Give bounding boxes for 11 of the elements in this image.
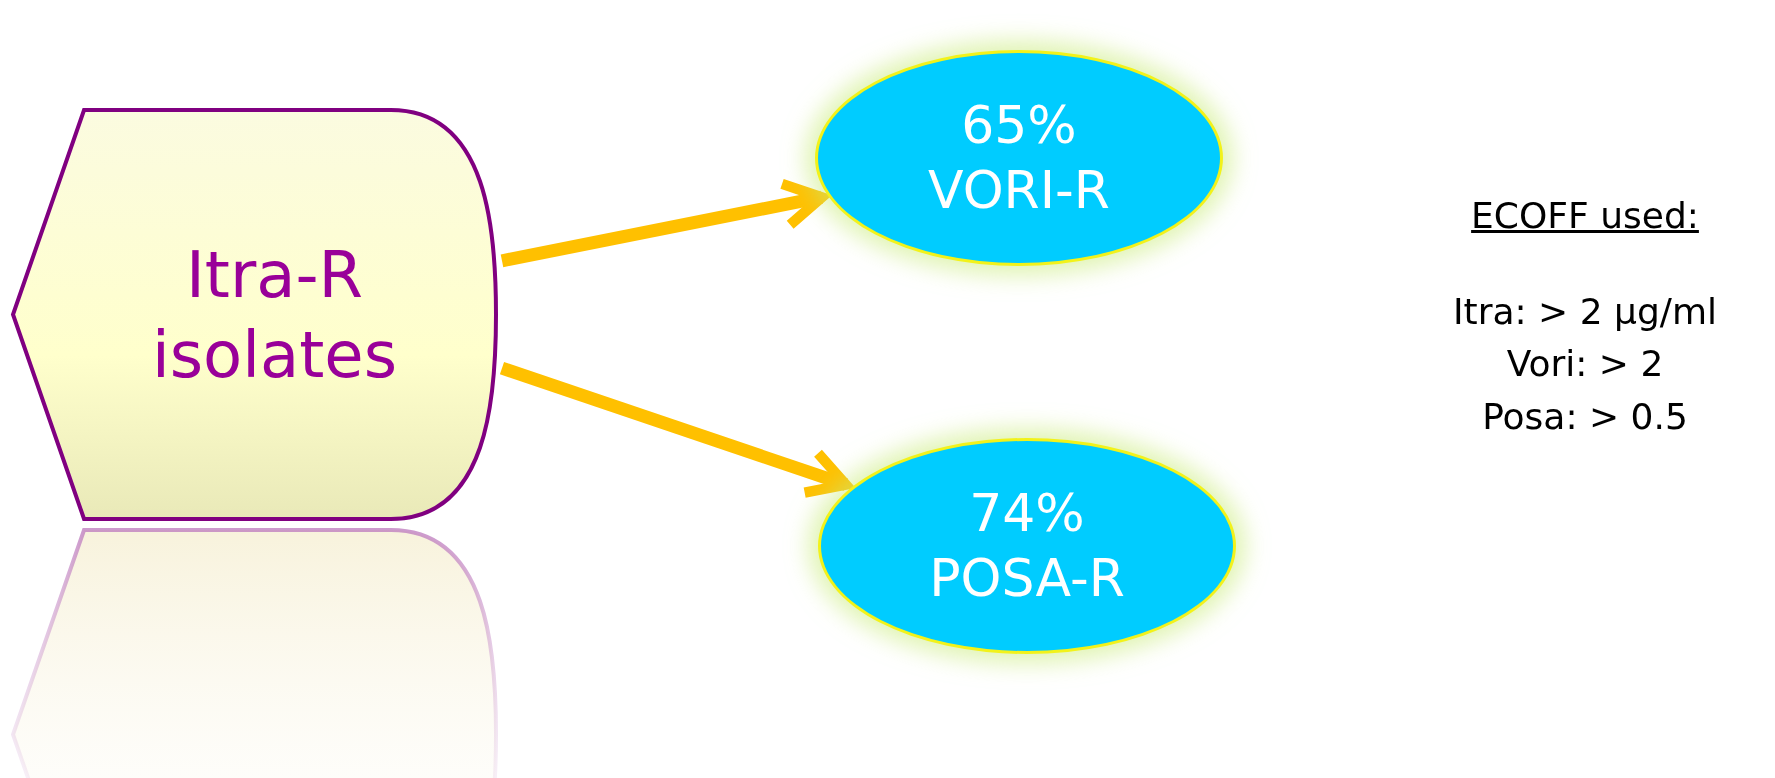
legend-heading: ECOFF used: xyxy=(1471,194,1699,238)
ellipse-node xyxy=(815,50,1223,266)
ellipse-node xyxy=(818,438,1236,654)
node-label: Itra-R isolates xyxy=(150,236,399,394)
node-label: 74% POSA-R xyxy=(928,482,1126,610)
arrow xyxy=(499,362,851,498)
threshold-note: Itra: > 2 μg/ml xyxy=(1452,290,1718,335)
threshold-note: Vori: > 2 xyxy=(1506,342,1664,387)
threshold-note: Posa: > 0.5 xyxy=(1482,394,1688,439)
arrow xyxy=(500,178,827,268)
node-label: 65% VORI-R xyxy=(927,94,1111,222)
